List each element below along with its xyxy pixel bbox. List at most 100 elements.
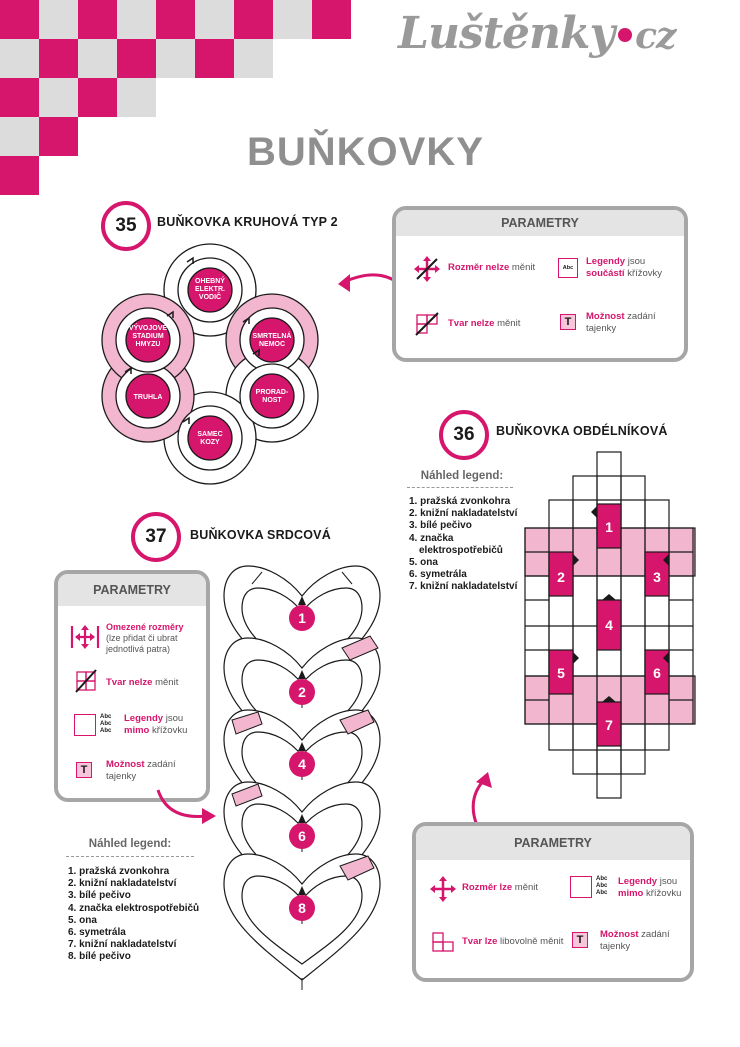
legend-header-36: Náhled legend: xyxy=(420,470,504,482)
cell-label: 1 xyxy=(298,610,306,626)
section-36-number: 36 xyxy=(439,410,489,460)
legend-param: Legendy jsou mimo křížovku xyxy=(618,876,682,899)
page-title: BUŇKOVKY xyxy=(247,130,484,174)
cell-label: VÝVOJOVÉ xyxy=(129,323,167,332)
rectangular-puzzle-grid: 1 2 3 4 5 6 7 xyxy=(524,451,696,799)
secret-param: Možnost zadání tajenky xyxy=(106,759,176,782)
params-header: PARAMETRY xyxy=(58,574,206,606)
abc-box-icon xyxy=(74,714,96,736)
legend-item: elektrospotřebičů xyxy=(419,544,503,556)
logo-suffix: cz xyxy=(635,15,676,57)
legend-param: Legendy jsou mimo křížovku xyxy=(124,713,188,736)
legend-item: 1. pražská zvonkohra xyxy=(409,496,511,507)
cell-label: 1 xyxy=(605,519,613,535)
legend-item: 5. ona xyxy=(68,914,97,926)
cell-label: 6 xyxy=(653,665,661,681)
params-panel-35: PARAMETRY Rozměr nelze měnit Abc Legendy… xyxy=(392,206,688,362)
shape-param: Tvar nelze měnit xyxy=(106,677,179,688)
size-param: Rozměr lze měnit xyxy=(462,882,539,893)
cell-center xyxy=(249,317,295,363)
shape-param: Tvar lze libovolně měnit xyxy=(462,936,564,947)
cell-5 xyxy=(548,649,574,695)
cell-8 xyxy=(289,895,315,921)
legend-item: 4. značka xyxy=(409,532,454,544)
legend-item: 5. ona xyxy=(409,557,438,569)
params-panel-37: PARAMETRY Omezené rozměry (lze přidat či… xyxy=(54,570,210,802)
legend-list-36: 1. pražská zvonkohra 2. knižní nakladate… xyxy=(409,496,517,594)
site-logo[interactable]: Luštěnky cz xyxy=(398,8,676,59)
abc-box-icon xyxy=(570,876,592,898)
cell-label: SMRTELNÁ xyxy=(253,331,292,340)
cell-center xyxy=(187,267,233,313)
cell-label: OHEBNÝ xyxy=(195,276,225,285)
cell-2 xyxy=(548,551,574,597)
heart-puzzle-diagram: 1 2 4 6 8 xyxy=(223,565,381,990)
legend-item: 2. knižní nakladatelství xyxy=(68,878,177,890)
secret-param: Možnost zadání tajenky xyxy=(586,311,656,334)
cell-7 xyxy=(596,701,622,747)
cell-label: NOST xyxy=(262,397,282,404)
section-35-number: 35 xyxy=(101,201,151,251)
cell-center xyxy=(125,317,171,363)
abc-box-icon: Abc xyxy=(558,258,578,278)
legend-divider xyxy=(407,487,513,488)
legend-item: 6. symetrála xyxy=(68,927,126,939)
cell-label: 4 xyxy=(605,617,613,633)
arrow-to-hearts-icon xyxy=(156,789,216,824)
cell-6 xyxy=(289,823,315,849)
legend-divider xyxy=(66,856,194,857)
cell-label: ELEKTR. xyxy=(195,286,225,293)
params-header: PARAMETRY xyxy=(416,826,690,860)
cell-label: SAMEC xyxy=(197,431,222,438)
cell-label: 4 xyxy=(298,756,306,772)
legend-item: 1. pražská zvonkohra xyxy=(68,866,170,877)
secret-t-icon: T xyxy=(572,932,588,948)
section-36-title: BUŇKOVKA OBDÉLNÍKOVÁ xyxy=(496,424,668,438)
secret-t-icon: T xyxy=(76,762,92,778)
cell-label: 2 xyxy=(557,569,565,585)
cell-label: HMYZU xyxy=(136,341,161,348)
shape-param: Tvar nelze měnit xyxy=(448,318,521,329)
checkerboard-decoration xyxy=(0,0,360,200)
logo-main: Luštěnky xyxy=(398,8,615,59)
size-param: Omezené rozměry (lze přidat či ubrat jed… xyxy=(106,622,184,654)
section-37-title: BUŇKOVKA SRDCOVÁ xyxy=(190,528,331,542)
shape-fixed-icon xyxy=(415,312,439,336)
legend-item: 7. knižní nakladatelství xyxy=(68,939,177,951)
legend-param: Legendy jsou součástí křížovky xyxy=(586,256,663,279)
cell-center xyxy=(125,373,171,419)
section-37-number: 37 xyxy=(131,512,181,562)
cell-label: 6 xyxy=(298,828,306,844)
cell-1 xyxy=(289,605,315,631)
cell-label: STADIUM xyxy=(132,333,164,340)
cell-label: 5 xyxy=(557,665,565,681)
circular-puzzle-diagram: OHEBNÝ ELEKTR. VODIČ SMRTELNÁ NEMOC PROR… xyxy=(101,243,319,485)
section-35-title: BUŇKOVKA KRUHOVÁ TYP 2 xyxy=(157,215,338,229)
legend-item: 3. bílé pečivo xyxy=(409,520,472,532)
size-variable-icon xyxy=(430,876,456,902)
params-header: PARAMETRY xyxy=(396,210,684,236)
cell-2 xyxy=(289,679,315,705)
size-limited-icon xyxy=(70,625,100,649)
cell-label: PRORAD- xyxy=(256,389,289,396)
legend-item: 7. knižní nakladatelství xyxy=(409,581,518,593)
legend-list-37: 1. pražská zvonkohra 2. knižní nakladate… xyxy=(68,866,199,964)
secret-t-icon: T xyxy=(560,314,576,330)
cell-label: KOZY xyxy=(200,439,220,446)
legend-item: 2. knižní nakladatelství xyxy=(409,508,518,520)
logo-dot-icon xyxy=(618,28,633,42)
size-fixed-icon xyxy=(414,256,440,282)
shape-fixed-icon xyxy=(75,669,97,693)
cell-center xyxy=(249,373,295,419)
cell-center xyxy=(187,415,233,461)
cell-label: TRUHLA xyxy=(134,394,163,401)
legend-item: 8. bílé pečivo xyxy=(68,951,131,963)
cell-label: 3 xyxy=(653,569,661,585)
cell-label: 2 xyxy=(298,684,306,700)
cell-1 xyxy=(596,503,622,549)
legend-item: 3. bílé pečivo xyxy=(68,890,131,902)
cell-label: NEMOC xyxy=(259,341,285,348)
